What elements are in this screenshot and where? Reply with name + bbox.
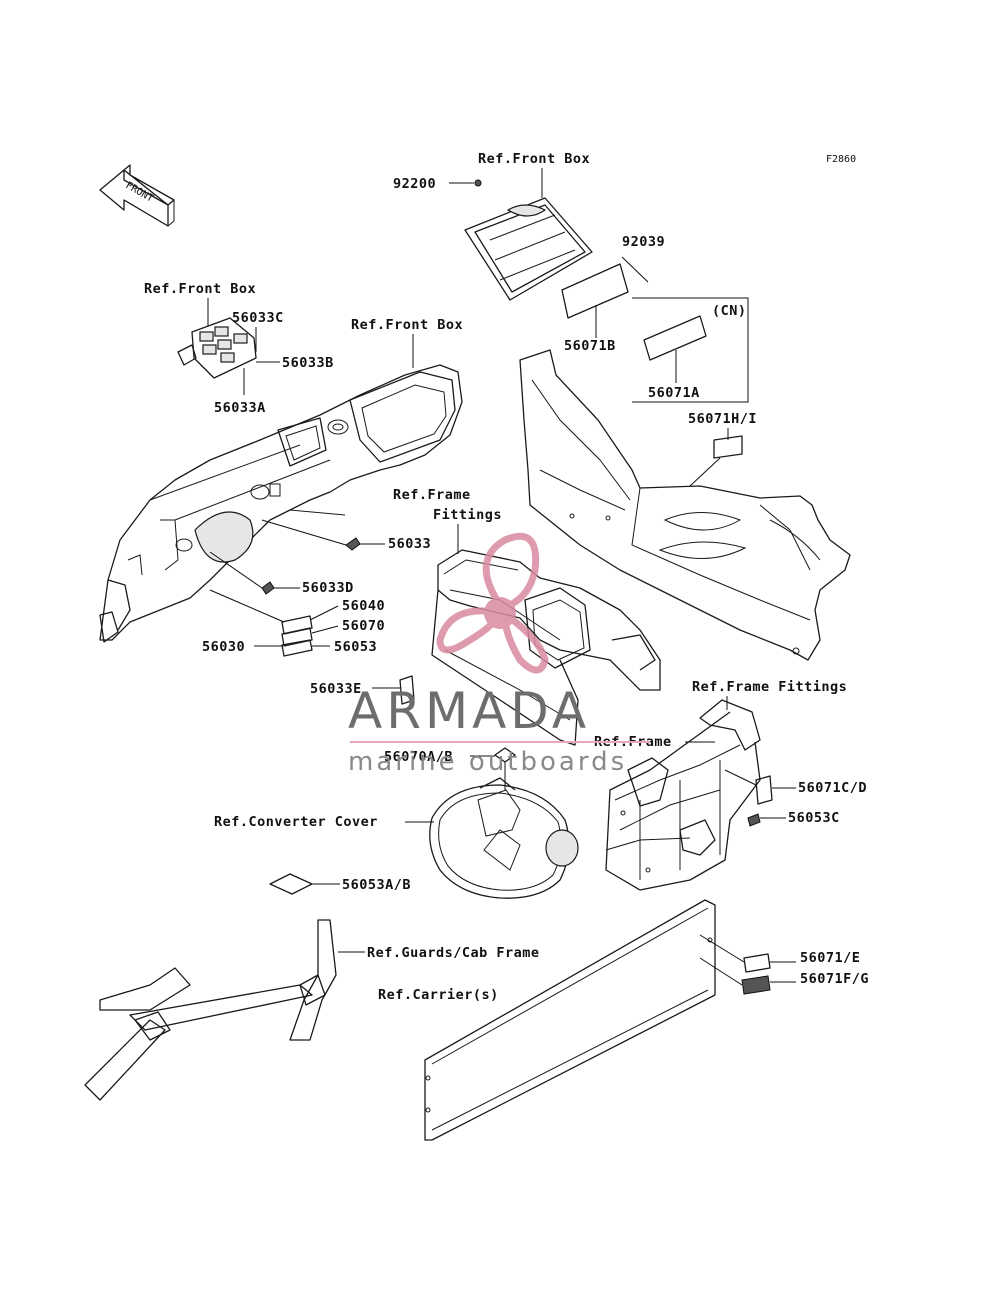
label-92200: 92200 <box>393 176 436 192</box>
clip-56033 <box>345 537 361 551</box>
label-ref-front-box-left: Ref.Front Box <box>144 281 256 297</box>
label-ref-frame-fittings-2: Fittings <box>433 507 502 523</box>
decal-56033e <box>399 675 415 705</box>
label-ref-guards-cab-frame: Ref.Guards/Cab Frame <box>367 945 540 961</box>
label-56070ab: 56070A/B <box>384 749 453 765</box>
label-ref-front-box-mid: Ref.Front Box <box>351 317 463 333</box>
dashboard-panel <box>99 364 463 643</box>
label-56033d: 56033D <box>302 580 354 596</box>
grommet-icon <box>474 179 482 187</box>
label-56053ab: 56053A/B <box>342 877 411 893</box>
side-cover <box>519 349 851 661</box>
armada-logo <box>436 532 549 674</box>
label-56033a: 56033A <box>214 400 266 416</box>
label-56071b: 56071B <box>564 338 616 354</box>
front-arrow-label: FRONT <box>124 180 156 205</box>
label-56071hi: 56071H/I <box>688 411 757 427</box>
label-ref-frame-fittings-1: Ref.Frame <box>393 487 471 503</box>
label-ref-front-box-top: Ref.Front Box <box>478 151 590 167</box>
label-56033c: 56033C <box>232 310 284 326</box>
label-ref-frame-fittings-right: Ref.Frame Fittings <box>692 679 847 695</box>
decal-56070ab <box>494 747 516 763</box>
label-56040: 56040 <box>342 598 385 614</box>
front-box-lid <box>464 197 593 301</box>
decal-56071b <box>561 263 629 319</box>
label-92039: 92039 <box>622 234 665 250</box>
decal-56071hi <box>713 435 743 459</box>
label-56071a: 56071A <box>648 385 700 401</box>
label-56071cd: 56071C/D <box>798 780 867 796</box>
label-56053c: 56053C <box>788 810 840 826</box>
figure-code: F2860 <box>826 154 856 165</box>
carrier-panel <box>424 899 716 1141</box>
decal-56071a <box>643 315 707 361</box>
watermark-tagline: marine outboards <box>348 747 627 777</box>
label-56071e: 56071/E <box>800 950 860 966</box>
watermark-brand: ARMADA <box>348 682 590 740</box>
front-arrow-icon: FRONT <box>99 164 175 227</box>
decal-56071fg <box>741 975 771 995</box>
label-56070: 56070 <box>342 618 385 634</box>
converter-cover <box>429 777 579 899</box>
switch-panel <box>177 317 257 379</box>
decal-stack <box>281 615 313 657</box>
label-56033: 56033 <box>388 536 431 552</box>
label-56030: 56030 <box>202 639 245 655</box>
label-56053: 56053 <box>334 639 377 655</box>
decal-56053ab <box>269 873 313 895</box>
frame-structure <box>605 699 761 891</box>
label-56033e: 56033E <box>310 681 362 697</box>
decal-56053c <box>747 813 761 827</box>
decal-56071cd <box>755 775 773 805</box>
label-56033b: 56033B <box>282 355 334 371</box>
cab-frame <box>84 919 337 1101</box>
decal-56071e <box>743 953 771 973</box>
label-ref-converter-cover: Ref.Converter Cover <box>214 814 378 830</box>
clip-56033d <box>261 581 275 595</box>
label-ref-carriers: Ref.Carrier(s) <box>378 987 499 1003</box>
label-cn: (CN) <box>712 303 747 319</box>
label-56071fg: 56071F/G <box>800 971 869 987</box>
